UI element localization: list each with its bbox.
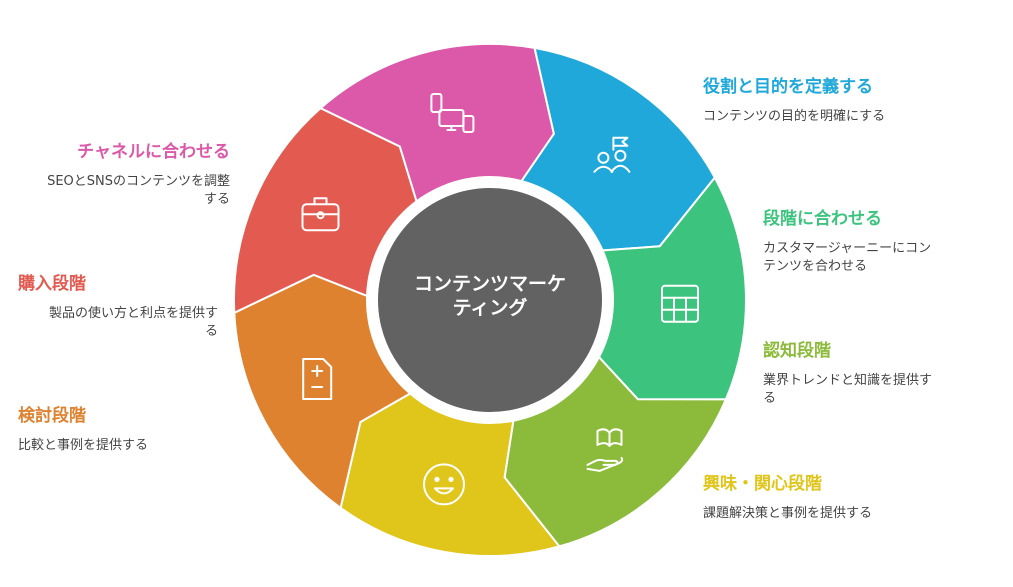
segment-title: 認知段階 — [763, 341, 831, 361]
segment-title: 興味・関心段階 — [703, 474, 822, 494]
segment-label-consider: 検討段階 比較と事例を提供する — [18, 405, 278, 455]
document-plus-minus-icon — [302, 358, 333, 400]
center-disc — [378, 188, 602, 412]
segment-label-channel: チャネルに合わせる SEOとSNSのコンテンツを調整 する — [0, 141, 230, 209]
segment-description: カスタマージャーニーにコン テンツを合わせる — [763, 241, 932, 274]
segment-label-define: 役割と目的を定義する コンテンツの目的を明確にする — [703, 76, 963, 126]
center-title-line1: コンテンツマーケ — [414, 273, 566, 295]
segment-description: 課題解決策と事例を提供する — [703, 506, 873, 521]
segment-description: 製品の使い方と利点を提供す る — [48, 306, 218, 339]
segment-label-interest: 興味・関心段階 課題解決策と事例を提供する — [703, 473, 963, 523]
segment-label-awareness: 認知段階 業界トレンドと知識を提供す る — [763, 340, 1013, 408]
center-title-line2: ティング — [453, 296, 528, 319]
book-hand-icon — [586, 428, 624, 472]
segment-description: 比較と事例を提供する — [18, 438, 149, 453]
briefcase-icon — [301, 197, 340, 232]
segment-description: コンテンツの目的を明確にする — [703, 109, 886, 124]
devices-icon — [430, 93, 475, 133]
icons-layer — [301, 93, 699, 506]
segment-description: SEOとSNSのコンテンツを調整 する — [47, 174, 230, 207]
segment-title: 購入段階 — [18, 274, 86, 294]
segment-label-align-stage: 段階に合わせる カスタマージャーニーにコン テンツを合わせる — [763, 208, 1013, 276]
segment-title: 役割と目的を定義する — [703, 77, 873, 97]
segment-description: 業界トレンドと知識を提供す る — [763, 373, 933, 406]
segment-title: 検討段階 — [18, 406, 86, 426]
table-grid-icon — [661, 284, 699, 323]
smile-icon — [423, 463, 465, 506]
team-goal-icon — [593, 136, 631, 173]
segment-title: チャネルに合わせる — [77, 142, 230, 162]
segment-label-purchase: 購入段階 製品の使い方と利点を提供す る — [18, 273, 278, 341]
segment-title: 段階に合わせる — [763, 209, 882, 229]
